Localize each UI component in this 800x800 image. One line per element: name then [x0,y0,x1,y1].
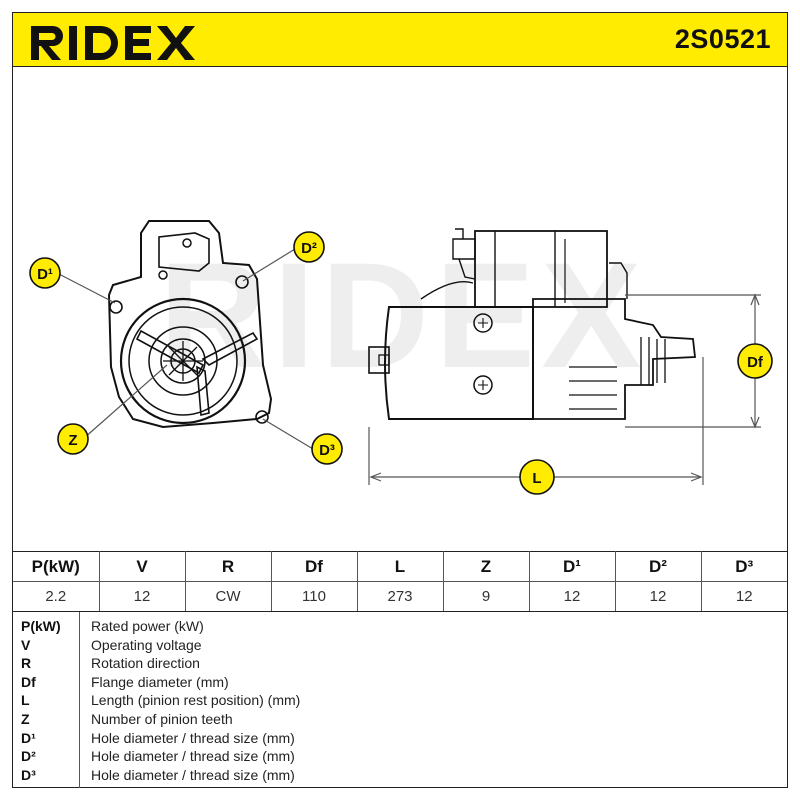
legend-row: D³ Hole diameter / thread size (mm) [13,767,787,786]
starter-drawing: RIDEX [29,220,773,495]
specs-header-cell: D¹ [528,551,616,582]
legend-desc: Operating voltage [91,636,202,653]
callout-d1: D¹ [29,257,61,289]
specs-header-cell: P(kW) [13,551,100,582]
specs-value-cell: 9 [442,581,530,612]
specs-header-cell: R [184,551,272,582]
callout-d2: D² [293,231,325,263]
legend-key: L [21,692,30,709]
callout-d3: D³ [311,433,343,465]
specs-value-cell: 12 [528,581,616,612]
legend-desc: Rotation direction [91,655,200,672]
callout-l: L [519,459,555,495]
technical-drawing: RIDEX [13,67,787,551]
part-number: 2S0521 [674,24,771,54]
ridex-watermark: RIDEX [159,231,647,399]
specs-value-cell: 12 [700,581,787,612]
legend-row: Z Number of pinion teeth [13,711,787,730]
specs-value-row: 2.2 12 CW 110 273 9 12 12 12 [13,581,787,612]
specs-header-cell: Z [442,551,530,582]
legend-key: D³ [21,766,36,783]
side-view [368,228,697,420]
legend-row: V Operating voltage [13,637,787,656]
legend-desc: Hole diameter / thread size (mm) [91,766,295,783]
svg-text:Z: Z [68,432,77,449]
legend-desc: Hole diameter / thread size (mm) [91,748,295,765]
legend-key: Z [21,711,30,727]
specs-header-cell: Df [270,551,358,582]
legend-desc: Flange diameter (mm) [91,673,229,690]
legend-key: R [21,655,32,672]
product-sheet: 2S0521 RIDEX [12,12,788,788]
legend-row: L Length (pinion rest position) (mm) [13,692,787,711]
callout-df: Df [737,343,773,379]
legend-key: P(kW) [21,618,61,634]
legend-key: V [21,636,31,653]
specs-value-cell: 110 [270,581,358,612]
legend-divider [79,612,80,788]
specs-header-cell: D³ [700,551,787,582]
callout-z: Z [57,423,89,455]
legend-row: D² Hole diameter / thread size (mm) [13,748,787,767]
legend-key: D² [21,748,36,765]
ridex-logo [31,26,195,60]
specs-value-cell: 12 [98,581,186,612]
legend-row: D¹ Hole diameter / thread size (mm) [13,730,787,749]
legend-key: D¹ [21,729,36,746]
legend-desc: Hole diameter / thread size (mm) [91,729,295,746]
specs-header-cell: V [98,551,186,582]
svg-text:Df: Df [747,354,764,371]
dimension-lines [56,248,761,485]
legend-row: P(kW) Rated power (kW) [13,618,787,637]
legend-key: Df [21,673,36,690]
legend: P(kW) Rated power (kW) V Operating volta… [13,611,787,788]
legend-row: Df Flange diameter (mm) [13,674,787,693]
specs-value-cell: 12 [614,581,702,612]
front-view [107,220,273,429]
specs-header-cell: D² [614,551,702,582]
specs-header-cell: L [356,551,444,582]
header-bar: 2S0521 [13,13,787,67]
specs-header-row: P(kW) V R Df L Z D¹ D² D³ [13,551,787,582]
svg-text:L: L [532,470,541,487]
specs-value-cell: 2.2 [13,581,100,612]
svg-text:D²: D² [301,240,317,257]
svg-text:D¹: D¹ [37,266,53,283]
legend-desc: Length (pinion rest position) (mm) [91,692,301,709]
legend-desc: Rated power (kW) [91,618,204,634]
legend-row: R Rotation direction [13,655,787,674]
svg-text:D³: D³ [319,442,335,459]
specs-value-cell: CW [184,581,272,612]
specs-value-cell: 273 [356,581,444,612]
specs-table: P(kW) V R Df L Z D¹ D² D³ 2.2 12 CW 110 … [13,551,787,612]
legend-desc: Number of pinion teeth [91,711,233,727]
